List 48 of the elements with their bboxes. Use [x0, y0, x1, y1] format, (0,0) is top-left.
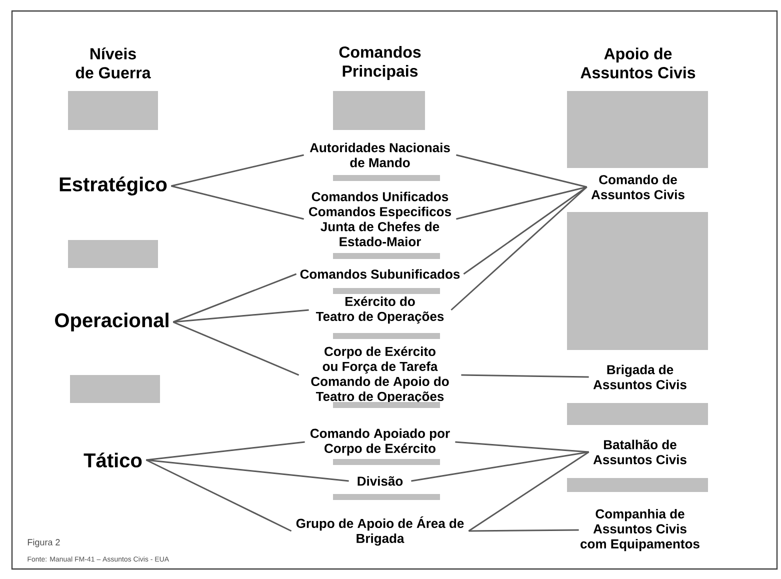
command-label: Brigada de Assuntos Civis — [593, 364, 686, 390]
command-label: Comandos Subunificados — [300, 269, 460, 279]
placeholder-bar — [333, 288, 440, 294]
command-label: Corpo de Exército ou Força de Tarefa Comando de Apoio do Teatro de Operações — [311, 346, 449, 404]
command-label: Divisão — [358, 476, 403, 486]
level-label: Estratégico — [60, 176, 167, 196]
connector-line — [171, 154, 304, 187]
connector-line — [411, 451, 589, 482]
figure-number: Figura 2 — [28, 538, 60, 548]
command-label: Companhia de Assuntos Civis com Equipamentos — [580, 508, 700, 552]
level-label: Tático — [84, 452, 142, 468]
connector-line — [172, 273, 297, 323]
command-label: Exército do Teatro de Operações — [316, 296, 444, 324]
placeholder-bar — [567, 403, 708, 425]
connector-line — [456, 154, 587, 188]
placeholder-bar — [333, 459, 440, 465]
connector-line — [461, 374, 589, 378]
connector-line — [146, 459, 292, 532]
level-label: Operacional — [55, 312, 168, 332]
command-label: Grupo de Apoio de Área de Brigada — [296, 516, 464, 546]
placeholder-bar — [68, 91, 158, 130]
placeholder-bar — [333, 91, 425, 130]
connector-line — [146, 441, 305, 461]
command-label: Comando Apoiado por Corpo de Exército — [310, 428, 450, 456]
command-label: Comandos Unificados Comandos Especificos Junta de Chefes de Estado-Maior — [309, 192, 451, 246]
placeholder-bar — [333, 402, 440, 408]
placeholder-bar — [70, 375, 160, 403]
command-label: Comando de Assuntos Civis — [591, 174, 684, 200]
connector-line — [171, 185, 304, 220]
connector-line — [468, 451, 590, 532]
placeholder-bar — [333, 494, 440, 500]
connector-line — [456, 186, 587, 220]
connector-line — [463, 186, 588, 275]
command-label: Autoridades Nacionais de Mando — [310, 142, 450, 168]
placeholder-bar — [567, 478, 708, 492]
placeholder-bar — [567, 212, 708, 350]
placeholder-bar — [333, 333, 440, 339]
command-label: Batalhão de Assuntos Civis — [593, 440, 686, 464]
connector-line — [173, 309, 309, 323]
placeholder-bar — [333, 253, 440, 259]
connector-line — [468, 529, 579, 532]
placeholder-bar — [333, 175, 440, 181]
placeholder-bar — [68, 240, 158, 268]
connector-line — [146, 459, 349, 482]
connector-line — [172, 321, 300, 376]
placeholder-bar — [567, 91, 708, 168]
connector-line — [455, 441, 589, 453]
connector-line — [450, 186, 588, 311]
